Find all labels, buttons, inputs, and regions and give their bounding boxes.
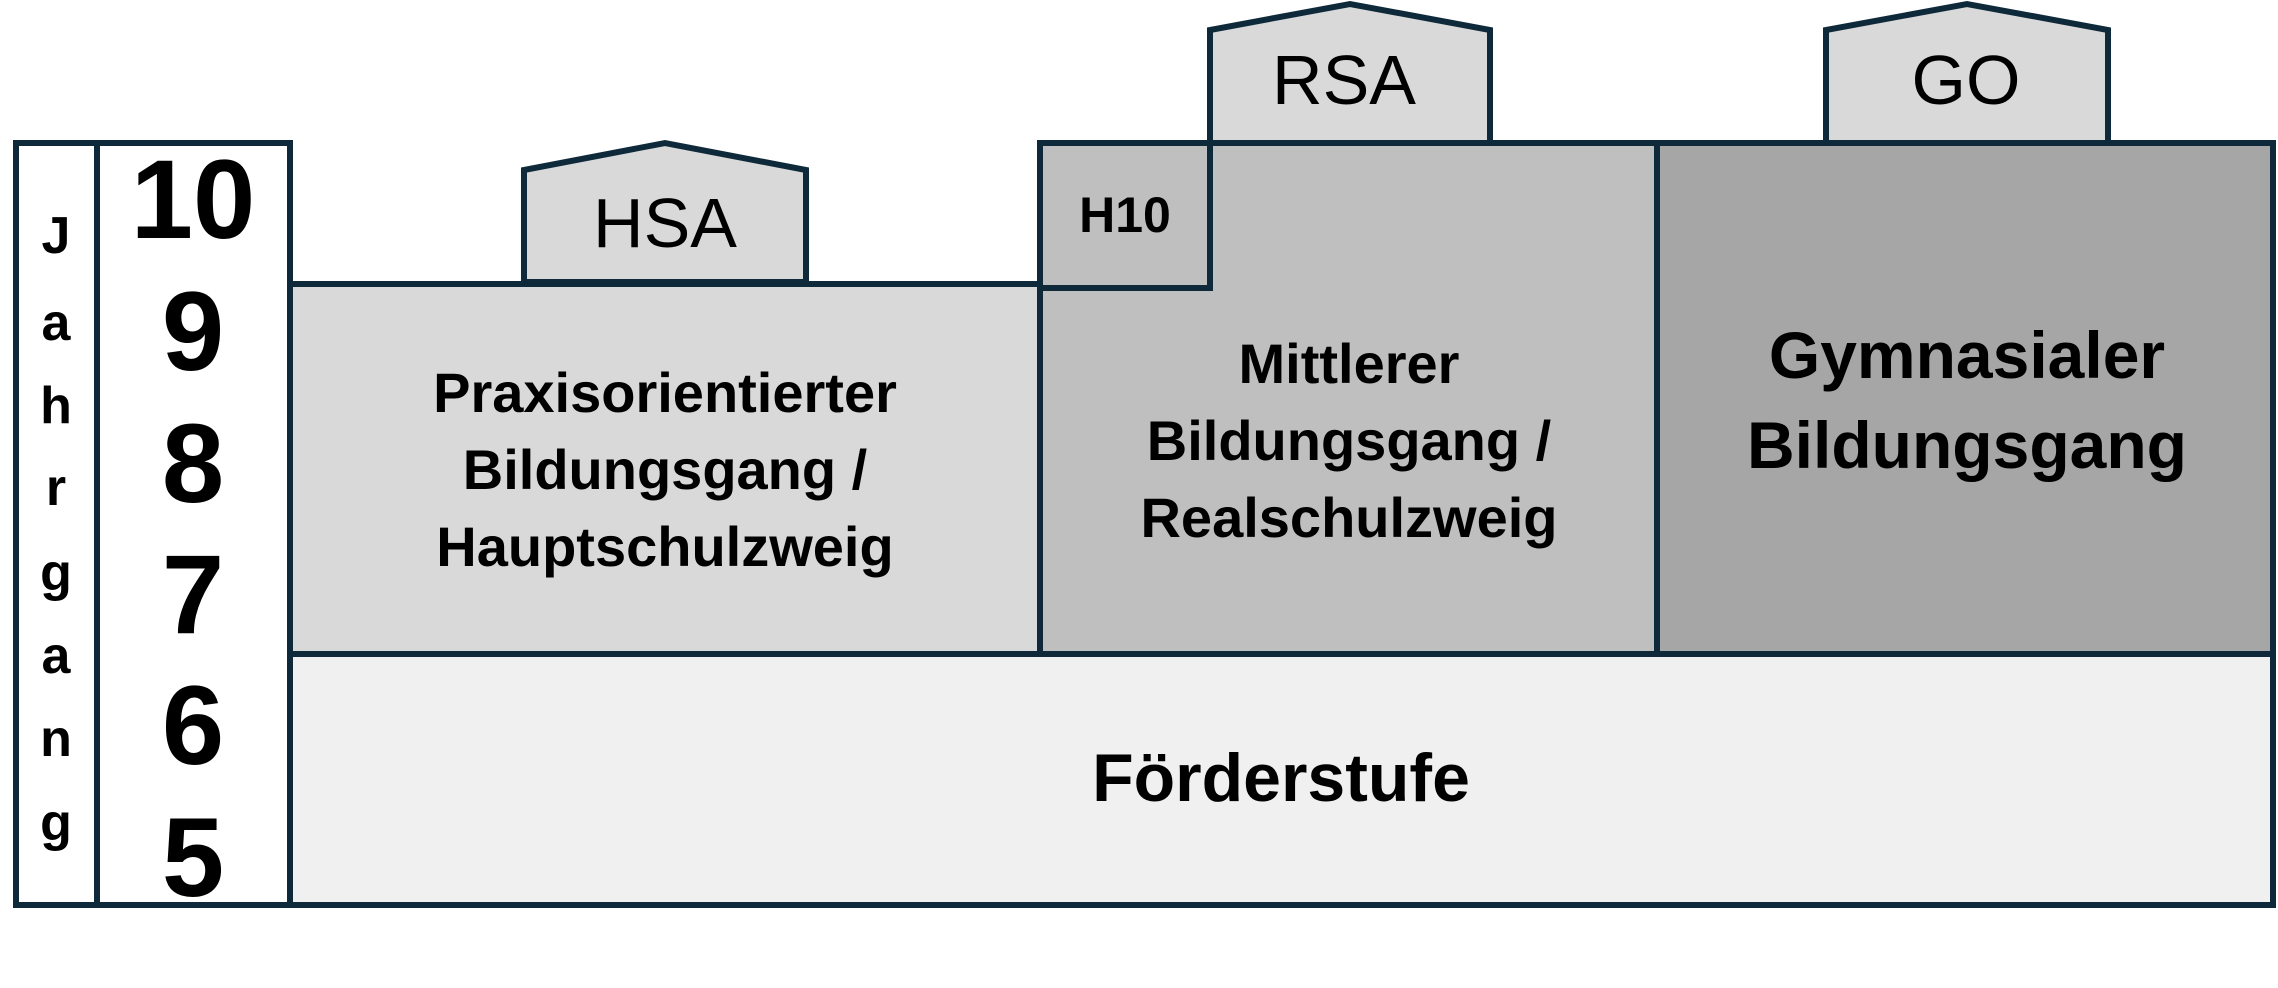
- grade-number: 6: [162, 663, 224, 788]
- h10-block: [1037, 140, 1213, 291]
- jahrgang-letter: g: [40, 544, 72, 602]
- go-badge-label: GO: [1912, 41, 2021, 119]
- gymnasial-label: Gymnasialer: [1769, 318, 2165, 392]
- grades-column: [94, 140, 293, 908]
- gymnasial-label: Bildungsgang: [1747, 408, 2187, 482]
- mittlerer-label: Bildungsgang /: [1147, 409, 1552, 472]
- mittlerer-label: Mittlerer: [1239, 332, 1460, 395]
- praxis-label: Hauptschulzweig: [436, 515, 893, 578]
- jahrgang-letter: a: [42, 294, 72, 352]
- jahrgang-letter: r: [46, 459, 66, 517]
- jahrgang-letter: n: [40, 710, 72, 768]
- grade-number: 7: [162, 532, 224, 657]
- jahrgang-letter: h: [40, 377, 72, 435]
- h10-label: H10: [1079, 187, 1171, 243]
- mittlerer-label: Realschulzweig: [1140, 486, 1557, 549]
- grade-number: 8: [162, 401, 224, 526]
- gymnasial-block: [1654, 140, 2276, 657]
- jahrgang-letter: J: [42, 207, 71, 265]
- rsa-badge-label: RSA: [1272, 41, 1416, 119]
- grade-number: 10: [131, 137, 256, 262]
- jahrgang-letter: g: [40, 794, 72, 852]
- jahrgang-letter: a: [42, 627, 72, 685]
- foerderstufe-label: Förderstufe: [1092, 740, 1470, 816]
- praxis-label: Praxisorientierter: [433, 361, 897, 424]
- grade-number: 9: [162, 269, 224, 394]
- jahrgang-column: [13, 140, 100, 908]
- foerderstufe-block: [287, 651, 2276, 908]
- hsa-badge-label: HSA: [593, 184, 737, 262]
- praxis-label: Bildungsgang /: [463, 438, 868, 501]
- grade-number: 5: [162, 795, 224, 920]
